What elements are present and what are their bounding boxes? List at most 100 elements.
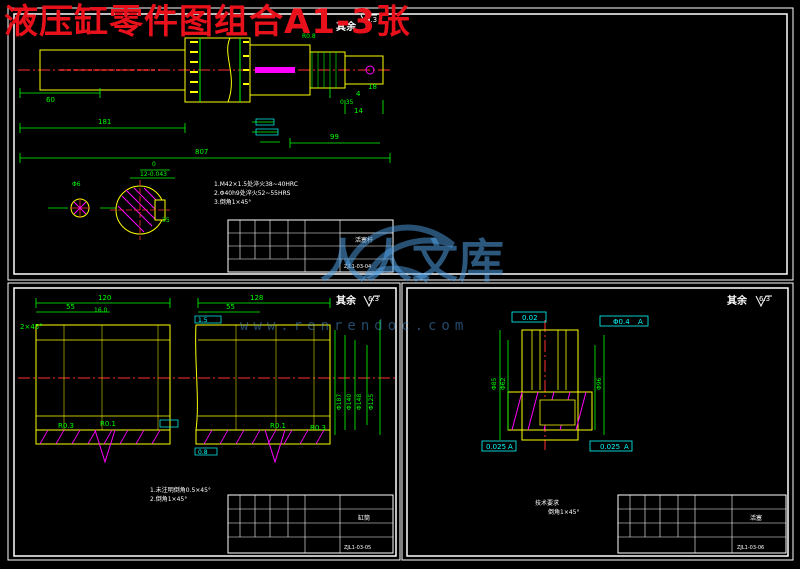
pin-section-hatch (73, 201, 87, 215)
tol-position: Φ0.4 (613, 318, 630, 326)
dim-55-left: 55 (66, 303, 75, 311)
sheet3-frame (406, 287, 789, 557)
sheet1-note-2: 2.Φ40h9处淬火52~55HRS (214, 189, 291, 197)
dim-120: 120 (98, 294, 111, 302)
tolerance-frame-2 (255, 128, 279, 136)
dim-phi96: Φ96 (596, 377, 603, 390)
dim-128: 128 (250, 294, 263, 302)
sheet3-title-block (617, 494, 787, 554)
sheet2-callout-1 (194, 315, 222, 324)
dim-55-right: 55 (226, 303, 235, 311)
dim-12: 12-0.043 (140, 171, 167, 178)
dim-phi148: Φ148 (356, 394, 363, 410)
rod-collar-edges (199, 38, 241, 102)
tol-flatness: 0.02 (522, 314, 538, 322)
dim-181: 181 (98, 118, 111, 126)
piston-diameter-dims (499, 330, 605, 440)
dim-60: 60 (46, 96, 55, 104)
sheet2-outer-frame (7, 282, 401, 561)
end-dim-lines (329, 88, 384, 114)
rod-hole (365, 65, 375, 75)
key-section-hatch (117, 187, 163, 233)
rod-knurl (190, 41, 249, 93)
dim-phi62: Φ62 (500, 377, 507, 390)
dim-phi140: Φ140 (346, 394, 353, 410)
page-title-banner: 液压缸零件图组合A1-3张 (4, 2, 411, 42)
diameter-dims (334, 320, 381, 435)
position-frame (599, 315, 649, 327)
barrel-bore-lines (36, 339, 330, 417)
dim-0: 0 (152, 161, 156, 168)
sheet2-callout-1-value: 1.5 (198, 317, 208, 324)
key-section-dims (130, 169, 175, 179)
sheet1-outer-frame (7, 7, 794, 281)
dim-4: 4 (356, 90, 361, 98)
dim-0-35: 0.35 (340, 99, 354, 106)
rod-end (344, 55, 384, 85)
piston-outline (521, 329, 579, 441)
runout-frame-2 (589, 440, 633, 452)
sheet1-roughness-value: 6.3 (366, 16, 377, 24)
sheet2-callout-2-value: 0.8 (198, 449, 208, 456)
dim-128-line (197, 298, 331, 308)
sheet2-callout-2 (194, 447, 218, 456)
roughness-symbol-2 (363, 295, 380, 308)
dim-phi125: Φ125 (368, 394, 375, 410)
sheet1-part-name: 活塞杆 (355, 236, 373, 244)
sheet2-note-2: 2.倒角1×45° (150, 495, 187, 503)
dim-phi6: Φ6 (72, 181, 81, 188)
dim-r01-left: R0.1 (100, 420, 116, 428)
sheet1-drawing-no: ZJL1-03-04 (344, 264, 371, 270)
dim-phi187: Φ187 (336, 394, 343, 410)
dim-18: 18 (368, 83, 377, 91)
sheet3-drawing-no: ZJL1-03-06 (737, 545, 764, 551)
watermark-brand: 人人文库 (320, 234, 504, 288)
dim-99: 99 (330, 133, 339, 141)
tol-position-datum: A (638, 318, 643, 326)
sheet3-roughness-note: 其余 (727, 294, 748, 307)
dim-99-line (289, 138, 380, 148)
runout-frame-1 (481, 440, 517, 452)
groove-details (94, 429, 286, 464)
sheet1-note-1: 1.M42×1.5处淬火38~40HRC (214, 180, 298, 188)
dim-35: 35 (162, 217, 170, 224)
watermark-logo-icon (345, 224, 455, 283)
sheet2-frame (13, 287, 397, 557)
roughness-symbol-3 (755, 295, 772, 308)
watermark-url: www.renrendoc.com (240, 318, 469, 334)
dim-phi85: Φ85 (491, 377, 498, 390)
sheet2-roughness-note: 其余 (336, 294, 357, 307)
flatness-frame (511, 311, 547, 323)
sheet3-note-1: 技术要求 (535, 499, 559, 507)
piston-bore (539, 399, 576, 426)
dim-16: 16.0 (94, 307, 108, 314)
tolerance-frame-1 (255, 118, 275, 126)
piston-grooves (531, 330, 567, 390)
barrel-wall (35, 429, 331, 445)
tol-runout-1-datum: A (508, 443, 513, 451)
sheet2-note-1: 1.未注明倒角0.5×45° (150, 486, 211, 494)
dim-r03-left: R0.3 (58, 422, 74, 430)
tol-runout-2: 0.025 (600, 443, 620, 451)
sheet3-drawing (481, 295, 787, 554)
sheet2-drawing-no: ZJL1-03-05 (344, 545, 371, 551)
sheet2-title-block (227, 494, 394, 554)
sheet1-frame (13, 13, 788, 275)
sheet3-note-2: 倒角1×45° (548, 508, 579, 516)
sheet3-outer-frame (401, 282, 794, 561)
sheet1-roughness-note: 其余 (336, 20, 357, 33)
sheet1-title-block (227, 219, 394, 273)
dim-chamfer: 2×45° (20, 323, 43, 331)
dim-r01-right: R0.1 (270, 422, 286, 430)
dim-807-line (19, 153, 391, 163)
sheet2-part-name: 缸筒 (358, 514, 370, 522)
sheet1-radius-label: R0.8 (302, 33, 316, 40)
dim-120-line (35, 298, 171, 308)
dim-r03-right: R0.3 (310, 424, 326, 432)
thread-lines (311, 52, 337, 88)
dim-181-line (19, 123, 186, 133)
tol-runout-2-datum: A (624, 443, 629, 451)
sheet2-callout-3 (159, 419, 179, 428)
barrel-section-lines (63, 325, 315, 430)
